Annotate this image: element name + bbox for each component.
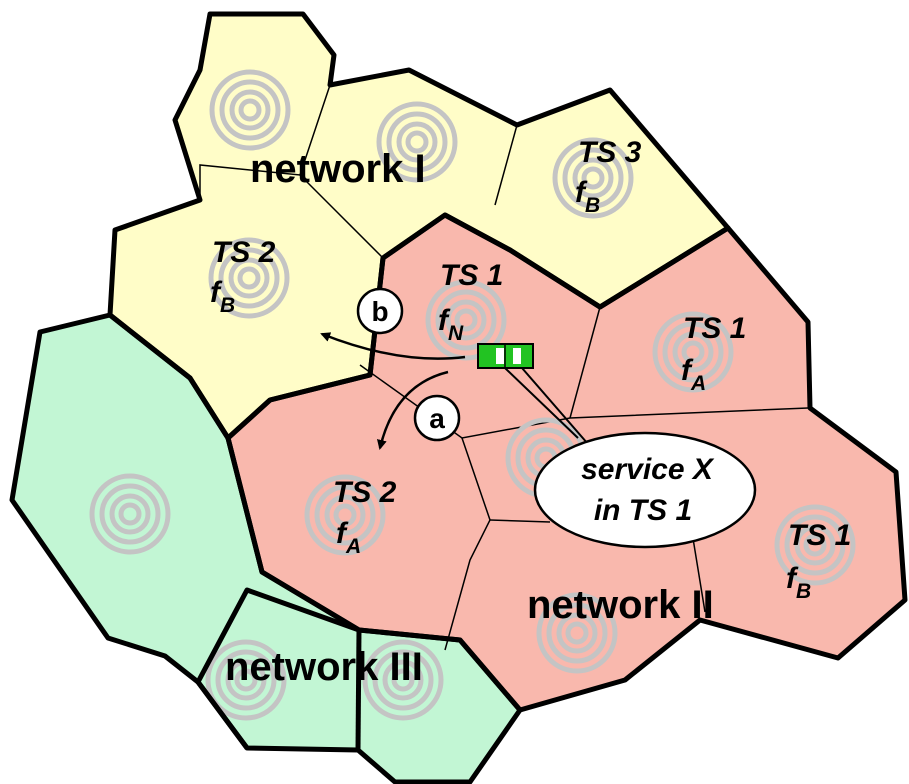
service-box-icon xyxy=(477,343,534,369)
ring-ts1-far xyxy=(774,504,856,586)
cell-ts1-right-freq: fA xyxy=(681,354,706,395)
cell-ts2-top: TS 2 fB xyxy=(210,236,276,317)
ring-ts3 xyxy=(552,137,634,219)
network-i-label: network I xyxy=(250,147,426,191)
cell-ts1-right: TS 1 fA xyxy=(681,312,746,395)
marker-b: b xyxy=(356,287,404,335)
ring-network-i-b xyxy=(376,101,458,183)
ring-ts1-right xyxy=(652,311,734,393)
callout-line-1: service X xyxy=(581,453,715,486)
ring-ts2-bottom xyxy=(304,474,386,556)
network-outlines xyxy=(9,11,908,784)
callout-line-2: in TS 1 xyxy=(594,494,692,527)
network-iii-outline xyxy=(9,312,523,784)
cell-ts2-bottom-freq: fA xyxy=(336,517,361,558)
cell-ts1-right-name: TS 1 xyxy=(683,312,746,345)
cell-ts1-far: TS 1 fB xyxy=(786,519,851,603)
network-ii-label: network II xyxy=(527,583,714,627)
handover-arrow-a xyxy=(376,370,449,450)
ring-ts2-top xyxy=(208,237,290,319)
ring-network-iii-b xyxy=(205,639,287,721)
service-callout: service X in TS 1 xyxy=(533,431,757,549)
cell-ts3-freq: fB xyxy=(575,176,600,217)
ring-network-i-a xyxy=(209,69,291,151)
marker-a-label: a xyxy=(429,403,445,434)
network-iii-inner-outline xyxy=(195,587,360,750)
handover-arrow-b xyxy=(320,332,466,360)
callout-connector xyxy=(504,367,589,445)
cell-ts1-far-freq: fB xyxy=(786,562,811,603)
cell-ts3-name: TS 3 xyxy=(578,136,642,169)
cell-ts1-far-name: TS 1 xyxy=(788,519,851,552)
marker-a: a xyxy=(413,394,461,442)
marker-b-label: b xyxy=(371,296,388,327)
cell-ts2-top-name: TS 2 xyxy=(212,236,276,269)
ring-network-iii-c xyxy=(362,639,444,721)
cell-ts1-center: TS 1 fN xyxy=(438,259,503,345)
ring-network-ii xyxy=(536,592,618,674)
cell-ts2-bottom: TS 2 fA xyxy=(333,476,397,558)
ring-network-iii-a xyxy=(89,473,171,555)
cell-ts1-center-name: TS 1 xyxy=(440,259,503,292)
cell-ts2-top-freq: fB xyxy=(210,276,235,317)
cell-ts3: TS 3 fB xyxy=(575,136,642,217)
network-iii-label: network III xyxy=(225,645,423,689)
cell-ts2-bottom-name: TS 2 xyxy=(333,476,397,509)
ring-ts1-center xyxy=(425,279,507,361)
cell-ts1-center-freq: fN xyxy=(438,304,464,345)
